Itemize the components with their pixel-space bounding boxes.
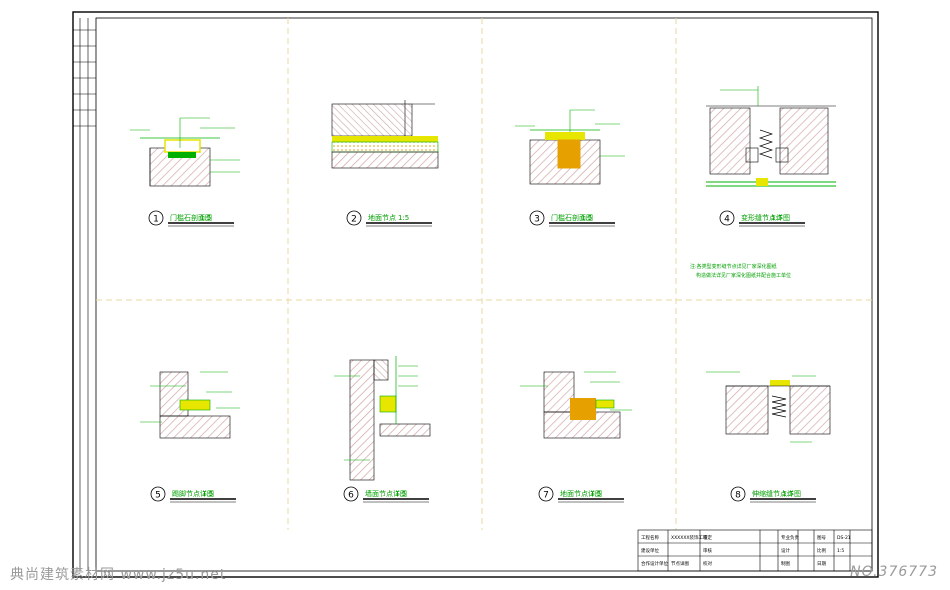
title-block-cell: 1:5 <box>837 548 844 554</box>
inner-border <box>95 17 873 572</box>
detail-caption: 地面节点详图 <box>560 489 602 498</box>
title-block-cell: 审定 <box>703 534 712 541</box>
detail-number: 8 <box>735 491 741 501</box>
detail-caption: 门槛石剖面图 <box>170 213 212 222</box>
title-block-cell: 专业负责 <box>781 534 799 541</box>
detail-number-circle <box>730 486 746 502</box>
title-block-cell: 节点详图 <box>671 560 689 567</box>
detail-number-circle <box>719 210 735 226</box>
watermark-right: NO.376773 <box>850 564 938 580</box>
watermark-left: 典尚建筑素材网 www.jz5u.net <box>10 567 227 583</box>
detail-number: 5 <box>155 491 161 501</box>
detail-number: 7 <box>543 491 549 501</box>
detail-scale: 1:5 <box>202 490 213 498</box>
title-block <box>637 529 873 572</box>
note-line-2: 构造做法详见厂家深化图纸并配合施工单位 <box>696 272 791 279</box>
detail-number: 1 <box>153 215 159 225</box>
grid-dividers <box>96 18 872 530</box>
detail-caption: 踢脚节点详图 <box>172 489 214 498</box>
detail-number-circle <box>346 210 362 226</box>
detail-number-circle <box>150 486 166 502</box>
detail-number-circle <box>529 210 545 226</box>
detail-number-circle <box>148 210 164 226</box>
detail-4-drawing <box>706 86 836 187</box>
detail-6-drawing <box>334 356 431 481</box>
detail-number: 6 <box>348 491 354 501</box>
detail-scale: 1:5 <box>782 490 793 498</box>
sheet-border <box>72 11 879 578</box>
detail-number-circle <box>538 486 554 502</box>
revision-strip <box>73 18 96 571</box>
detail-3-drawing <box>515 109 625 185</box>
detail-scale: 1:5 <box>395 490 406 498</box>
detail-scale: 1:5 <box>771 214 782 222</box>
detail-2-drawing <box>331 100 439 169</box>
note-line-1: 注:各类型变形缝节点详见厂家深化图纸 <box>690 263 777 270</box>
detail-scale: 1:5 <box>590 490 601 498</box>
detail-caption: 伸缩缝节点详图 <box>752 489 801 498</box>
detail-caption: 门槛石剖面图 <box>551 213 593 222</box>
title-block-cell: 比例 <box>817 547 826 554</box>
detail-5-drawing <box>140 371 240 439</box>
detail-number: 2 <box>351 215 357 225</box>
title-block-cell: XXXXXX装饰工程 <box>671 534 708 541</box>
title-block-cell: 校对 <box>703 560 712 567</box>
detail-1-drawing <box>130 117 240 187</box>
title-block-cell: 设计 <box>781 547 790 554</box>
detail-scale: 1:5 <box>581 214 592 222</box>
title-block-cell: 图号 <box>817 535 826 541</box>
detail-number: 4 <box>724 215 730 225</box>
title-block-cell: 审核 <box>703 547 712 554</box>
detail-scale: 1:5 <box>200 214 211 222</box>
detail-number-circle <box>343 486 359 502</box>
detail-number: 3 <box>534 215 540 225</box>
title-block-cell: 日期 <box>817 561 826 567</box>
title-block-cell: 工程名称 <box>641 534 659 541</box>
detail-caption: 变形缝节点详图 <box>741 213 790 222</box>
title-block-cell: 合作设计单位 <box>641 560 668 567</box>
detail-scale: 1:5 <box>398 214 409 222</box>
detail-caption: 墙面节点详图 <box>365 489 407 498</box>
detail-7-drawing <box>520 371 632 439</box>
title-block-cell: DS-21 <box>837 535 851 541</box>
detail-8-drawing <box>706 371 831 443</box>
title-block-cell: 制图 <box>781 560 790 567</box>
title-block-cell: 建设单位 <box>641 547 659 554</box>
detail-caption: 地面节点 <box>368 213 396 222</box>
